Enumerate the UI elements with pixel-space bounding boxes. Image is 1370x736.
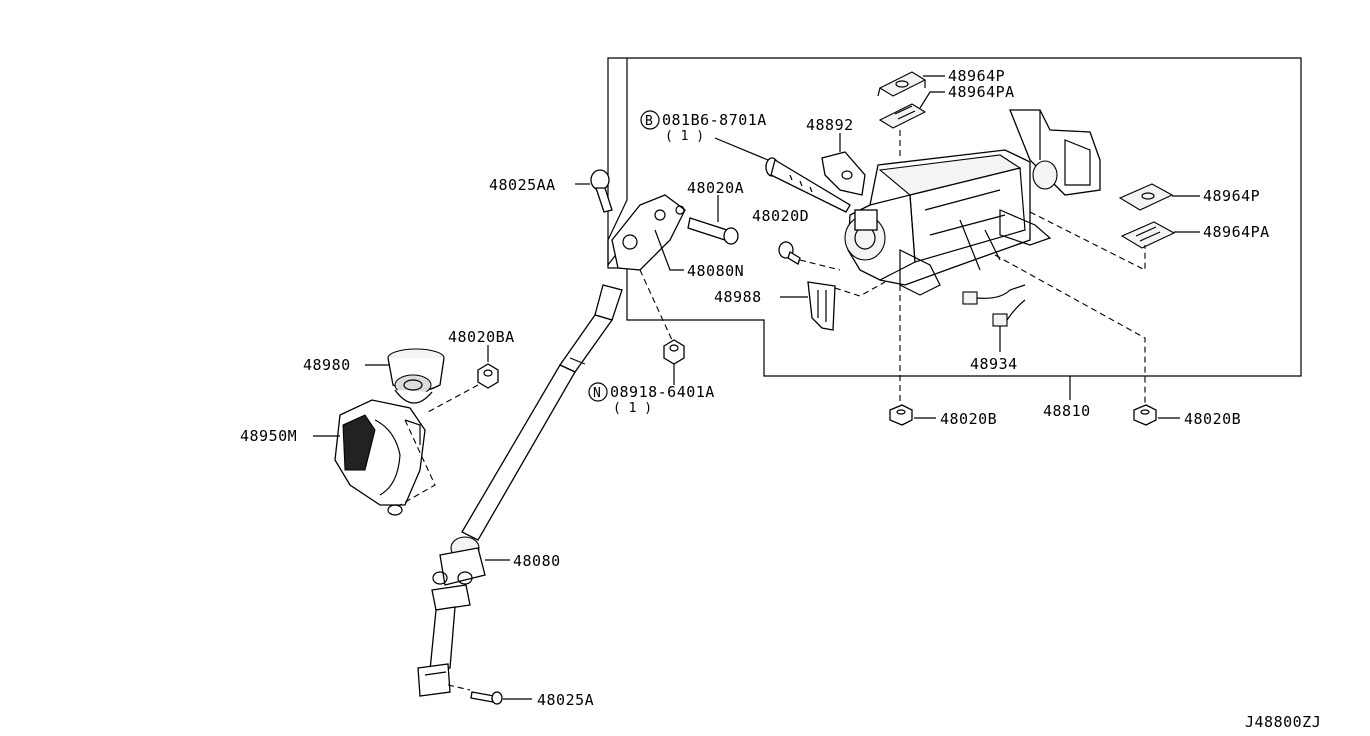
- label-bolt-prefix: B: [645, 114, 653, 129]
- nut-48020B-right: [1133, 404, 1157, 426]
- leader-48964PA-top: [919, 91, 945, 109]
- steering-column-housing: [844, 109, 1101, 296]
- label-48080: 48080: [513, 552, 561, 570]
- label-48950M: 48950M: [240, 427, 297, 445]
- label-081B6-8701A: 081B6-8701A: [662, 111, 767, 129]
- leader-48080N: [654, 229, 684, 271]
- nut-08918-6401A: [663, 339, 685, 365]
- label-48020D: 48020D: [752, 207, 809, 225]
- label-08918-qty: ( 1 ): [613, 401, 652, 416]
- label-48964P-top: 48964P: [948, 67, 1005, 85]
- label-48810: 48810: [1043, 402, 1091, 420]
- bolt-081B6-8701A: [765, 157, 851, 213]
- nut-48020B-left: [889, 404, 913, 426]
- frame-notch: [607, 58, 628, 269]
- dash-48950M: [399, 419, 436, 506]
- label-48025AA: 48025AA: [489, 176, 556, 194]
- label-48892: 48892: [806, 116, 854, 134]
- clip-48964P-right: [1118, 183, 1174, 211]
- bracket-48892: [821, 151, 866, 196]
- bracket-48988: [807, 281, 836, 331]
- dash-48964-right: [1029, 211, 1146, 271]
- bolt-48025AA: [590, 169, 613, 213]
- label-081B6-qty: ( 1 ): [665, 129, 704, 144]
- label-48964PA-top: 48964PA: [948, 83, 1015, 101]
- dash-08918: [639, 269, 673, 341]
- bracket-48080N: [611, 194, 686, 271]
- label-48025A: 48025A: [537, 691, 594, 709]
- cover-48950M: [334, 399, 426, 516]
- label-08918-6401A: 08918-6401A: [610, 383, 715, 401]
- dash-48025A: [447, 684, 471, 691]
- label-48020B-right: 48020B: [1184, 410, 1241, 428]
- b-prefix-circle: [640, 110, 660, 130]
- label-48934: 48934: [970, 355, 1018, 373]
- label-48980: 48980: [303, 356, 351, 374]
- bolt-48020D: [778, 241, 801, 265]
- dash-48020B-right: [994, 254, 1146, 405]
- clip-48964PA-right: [1120, 221, 1176, 249]
- label-48020A: 48020A: [687, 179, 744, 197]
- n-prefix-circle: [588, 382, 608, 402]
- clip-48964PA-top: [878, 103, 927, 129]
- leader-081B6: [714, 137, 769, 161]
- clip-48964P-top: [877, 71, 927, 97]
- dash-48020D: [799, 259, 841, 271]
- shaft-48080: [417, 284, 623, 697]
- label-nut-prefix: N: [593, 386, 601, 401]
- assembly-48810-frame: [607, 57, 1302, 377]
- seal-48980: [387, 348, 445, 404]
- dash-48988: [834, 281, 886, 297]
- label-48020BA: 48020BA: [448, 328, 515, 346]
- connector-48934: [962, 284, 1026, 327]
- label-48988: 48988: [714, 288, 762, 306]
- nut-48020BA: [477, 363, 499, 389]
- bolt-48020A: [687, 217, 739, 245]
- label-48080N: 48080N: [687, 262, 744, 280]
- diagram-code: J48800ZJ: [1245, 713, 1321, 731]
- bolt-48025A: [470, 691, 503, 705]
- dash-48020BA: [427, 384, 479, 413]
- label-48964P-right: 48964P: [1203, 187, 1260, 205]
- label-48020B-left: 48020B: [940, 410, 997, 428]
- label-48964PA-right: 48964PA: [1203, 223, 1270, 241]
